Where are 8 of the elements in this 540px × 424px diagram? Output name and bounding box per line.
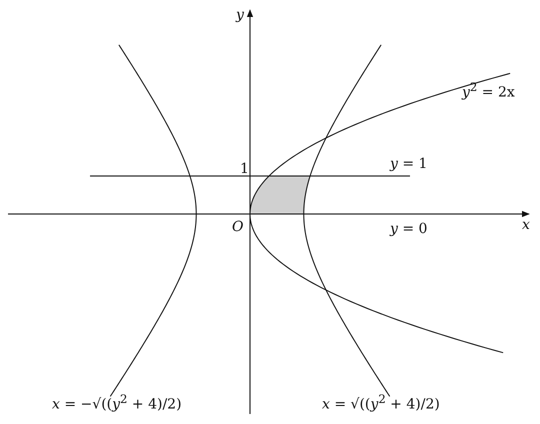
equation-label: y = 0 — [390, 222, 428, 236]
equation-label: x = −√((y$^{2}$ + 4)/2) — [52, 394, 182, 412]
origin-label: O — [232, 220, 244, 234]
equation-label: x = √((y$^{2}$ + 4)/2) — [322, 394, 440, 412]
equation-label: y = 1 — [390, 157, 428, 171]
tick-label: 1 — [240, 162, 249, 176]
axis-label: x — [522, 218, 530, 232]
axis-label: y — [236, 8, 244, 22]
